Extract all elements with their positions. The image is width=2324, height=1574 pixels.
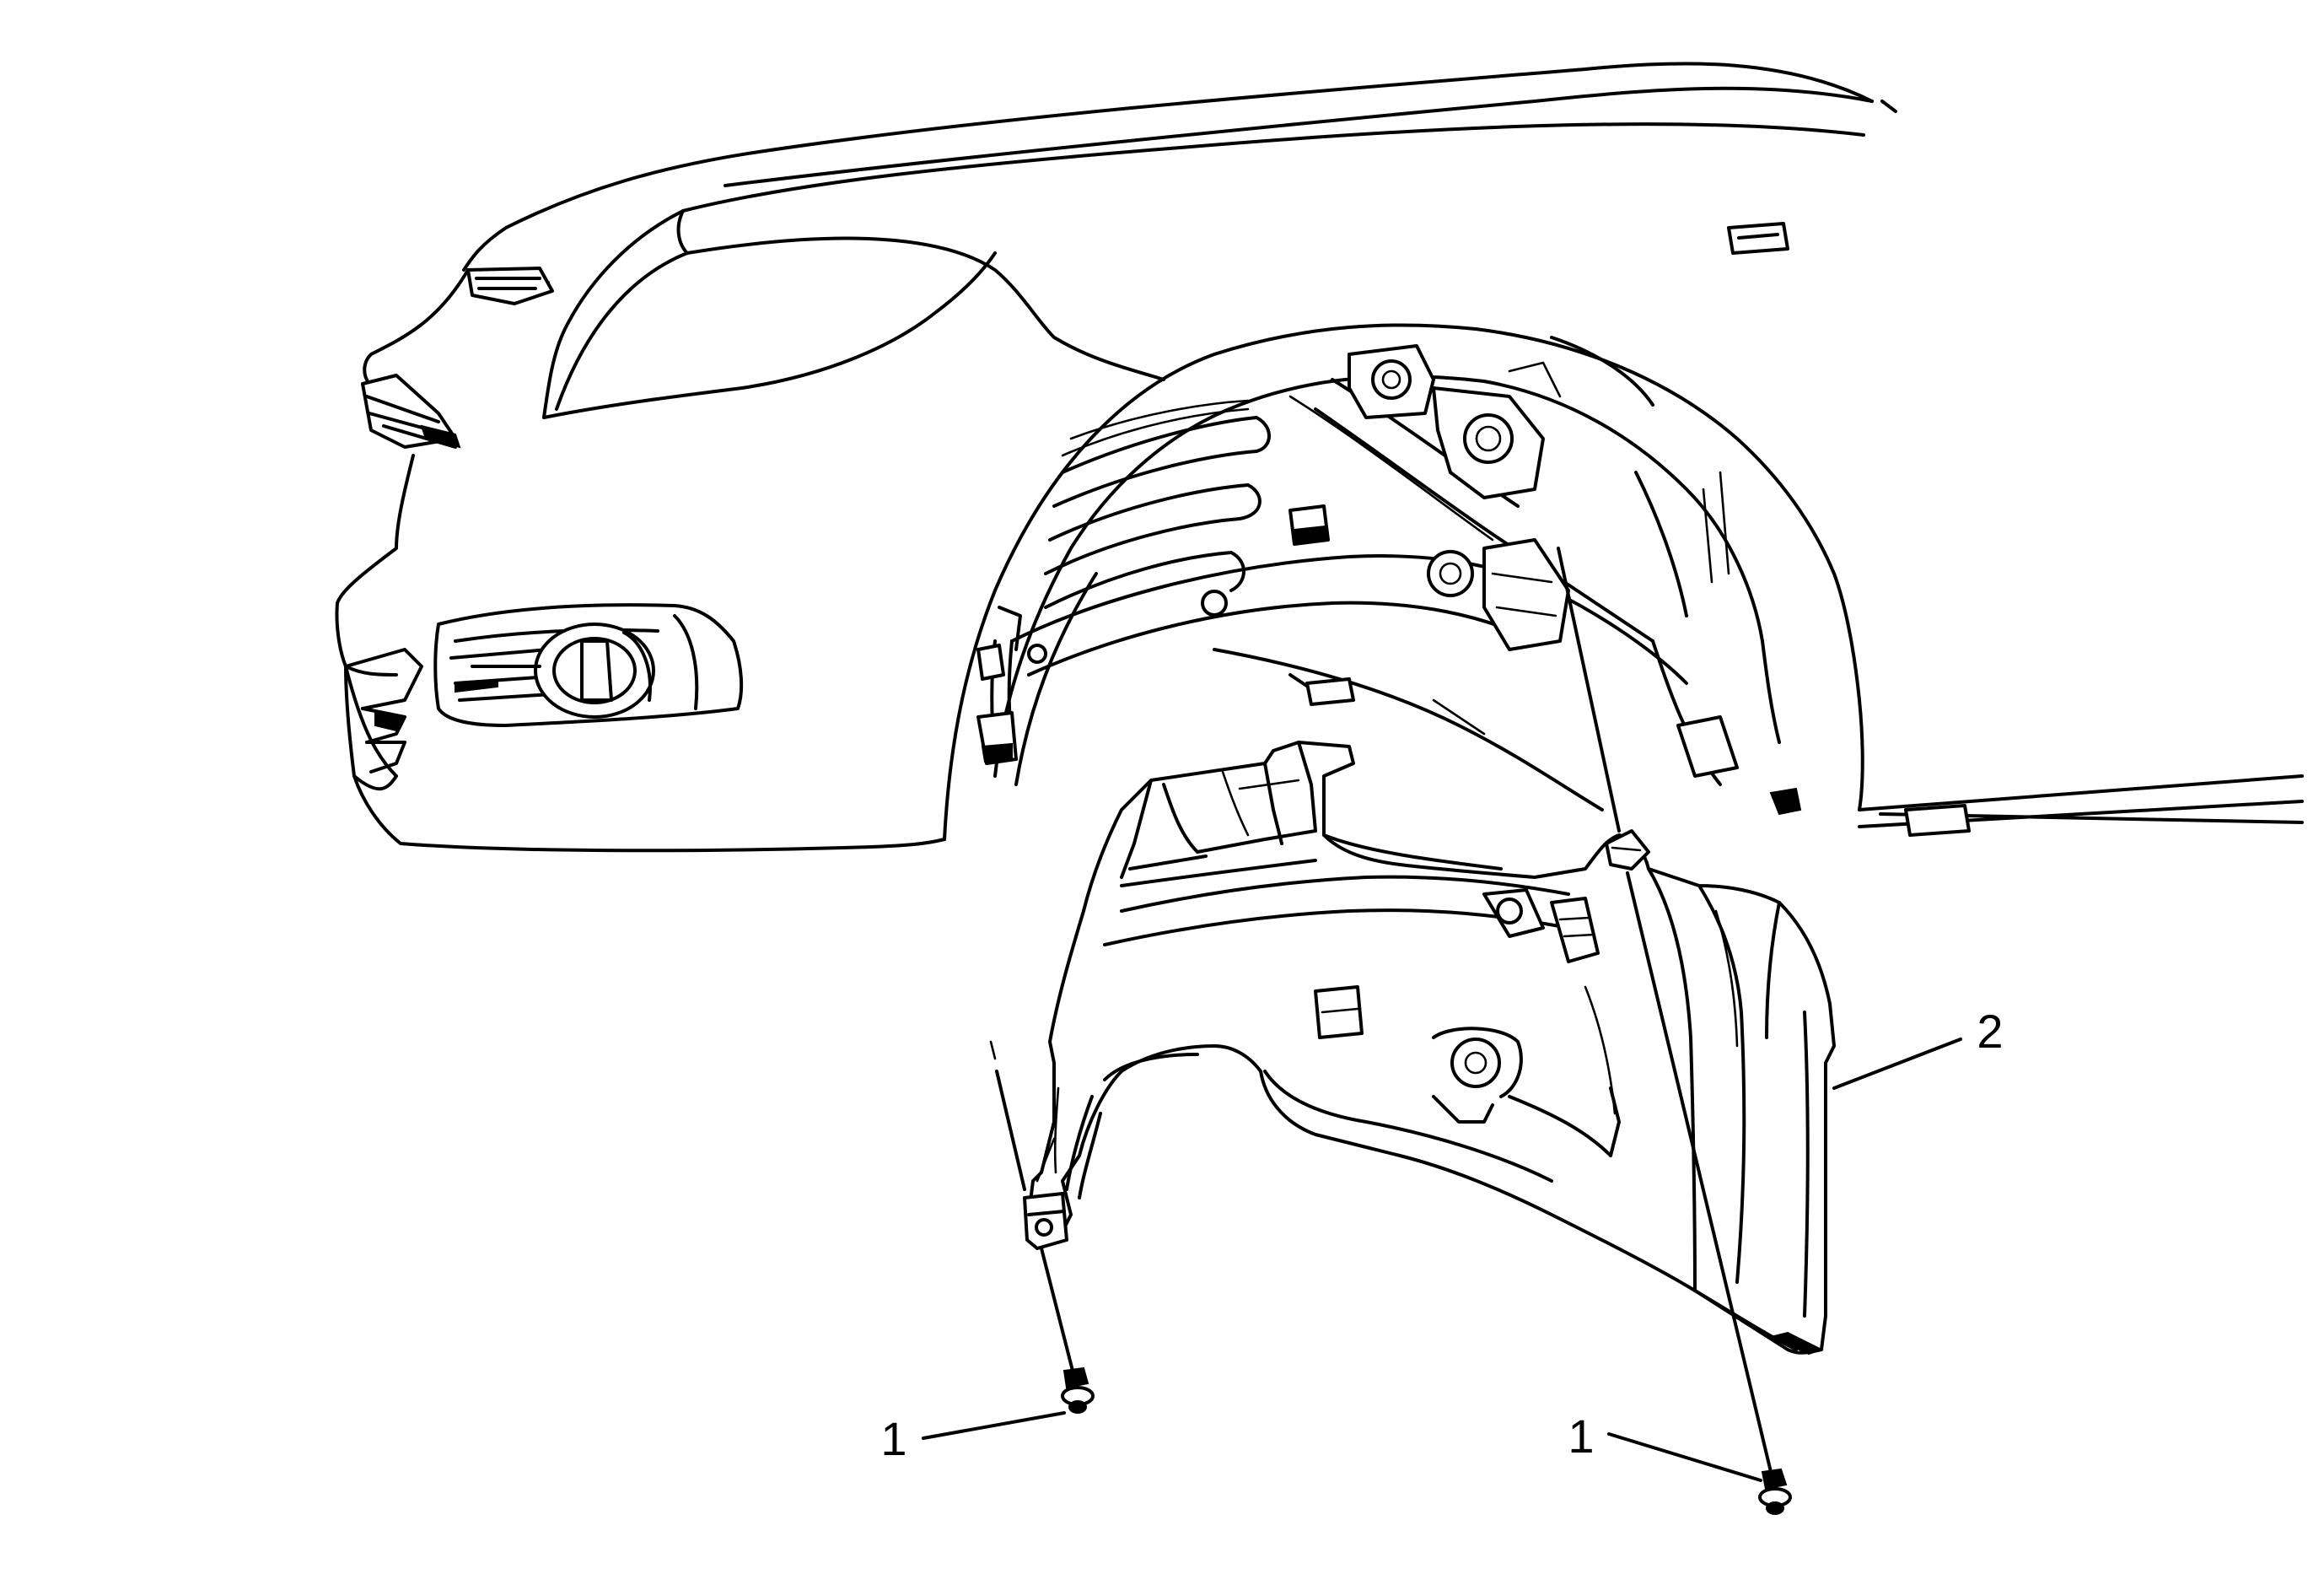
callout-label-wheelhouse-liner: 2: [1977, 1005, 2003, 1058]
hood-outline: [462, 62, 1897, 272]
fender-panel: [542, 209, 1165, 419]
wheelhouse-liner: [989, 741, 1836, 1356]
inner-wheelhouse-structure: [976, 336, 1781, 811]
callout-fastener-left: 1: [880, 1411, 1066, 1465]
wheel-opening: [943, 222, 2304, 841]
callout-label-fastener-left: 1: [880, 1412, 906, 1465]
fastener-right: [1557, 547, 1792, 1515]
front-fascia: [335, 267, 946, 853]
callout-label-fastener-right: 1: [1568, 1410, 1594, 1463]
callout-fastener-right: 1: [1568, 1410, 1762, 1482]
callout-wheelhouse-liner: 2: [1832, 1005, 2004, 1090]
fastener-left: [1040, 1247, 1095, 1414]
